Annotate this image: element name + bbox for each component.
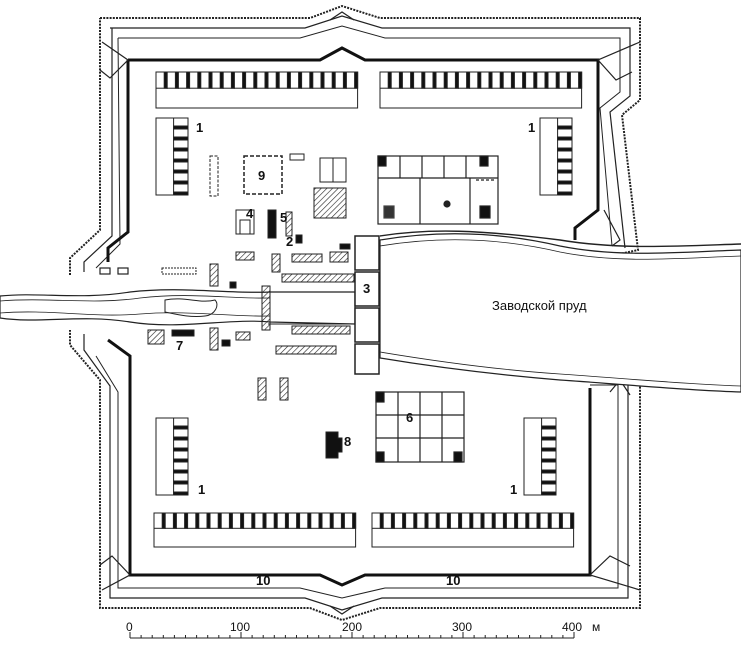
barrack-cell [557, 191, 573, 196]
scale-bar: 0 100 200 300 400 м [126, 620, 600, 639]
label-6: 6 [406, 410, 413, 425]
barrack-cell [578, 71, 583, 89]
scale-unit: м [592, 620, 600, 634]
barrack-cell [541, 491, 557, 496]
barrack-col-right-bottom [523, 417, 557, 496]
misc-structures [147, 153, 355, 459]
map-labels: 1 1 1 1 2 3 4 5 6 7 8 9 10 10 Заводской … [176, 120, 587, 588]
barrack-cell [352, 512, 357, 529]
barracks [153, 71, 583, 548]
scale-tick-100: 100 [230, 620, 250, 634]
outer-rampart [69, 4, 641, 622]
factory-complex-south [375, 391, 465, 463]
barrack-row-bottom-left [153, 512, 357, 548]
barrack-cell [354, 71, 359, 89]
label-1c: 1 [198, 482, 205, 497]
barrack-col-left-top [155, 117, 189, 196]
label-3: 3 [363, 281, 370, 296]
label-1b: 1 [528, 120, 535, 135]
label-5: 5 [280, 210, 287, 225]
scale-tick-0: 0 [126, 620, 133, 634]
label-9: 9 [258, 168, 265, 183]
label-10b: 10 [446, 573, 460, 588]
label-8: 8 [344, 434, 351, 449]
label-7: 7 [176, 338, 183, 353]
label-10a: 10 [256, 573, 270, 588]
pond-label: Заводской пруд [492, 298, 587, 313]
label-4: 4 [246, 206, 254, 221]
label-1d: 1 [510, 482, 517, 497]
barrack-cell [173, 491, 189, 496]
barrack-row-bottom-right [371, 512, 575, 548]
label-1a: 1 [196, 120, 203, 135]
dam-sluices [268, 235, 380, 375]
barrack-row-top-right [379, 71, 583, 109]
barrack-col-left-bottom [155, 417, 189, 496]
barrack-col-right-top [539, 117, 573, 196]
bastion-details [99, 11, 641, 615]
scale-tick-200: 200 [342, 620, 362, 634]
label-2: 2 [286, 234, 293, 249]
barrack-row-top-left [155, 71, 359, 109]
barrack-cell [570, 512, 575, 529]
factory-complex-north [377, 155, 499, 225]
scale-tick-400: 400 [562, 620, 582, 634]
inner-wall [106, 46, 600, 587]
barrack-cell [173, 191, 189, 196]
scale-tick-300: 300 [452, 620, 472, 634]
